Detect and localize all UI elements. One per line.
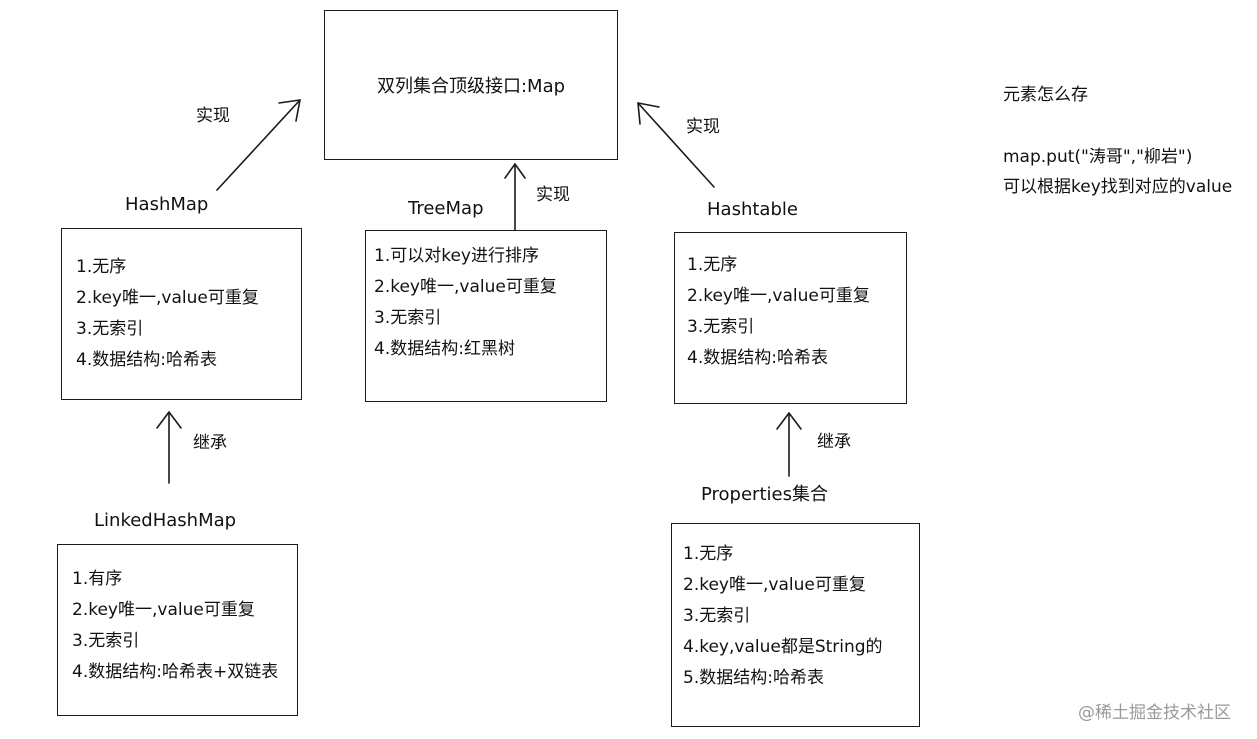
treemap-item: 3.无索引 [374,308,442,328]
arrow-linkedhashmap-to-hashmap [156,411,182,484]
map-interface-title: 双列集合顶级接口:Map [376,76,566,97]
label-implement-treemap: 实现 [536,185,570,205]
properties-item: 5.数据结构:哈希表 [683,668,824,688]
note-desc: 可以根据key找到对应的value [1003,177,1233,197]
label-inherit-linkedhashmap: 继承 [193,433,227,453]
linkedhashmap-box: 1.有序 2.key唯一,value可重复 3.无索引 4.数据结构:哈希表+双… [57,544,298,716]
hashtable-item: 4.数据结构:哈希表 [687,348,828,368]
treemap-name: TreeMap [408,198,484,219]
map-interface-box: 双列集合顶级接口:Map [324,10,618,160]
hashmap-item: 3.无索引 [76,319,144,339]
treemap-item: 1.可以对key进行排序 [374,246,539,266]
hashmap-item: 2.key唯一,value可重复 [76,288,259,308]
hashtable-item: 3.无索引 [687,317,755,337]
properties-item: 4.key,value都是String的 [683,637,883,657]
hashtable-item: 1.无序 [687,255,738,275]
hashtable-item: 2.key唯一,value可重复 [687,286,870,306]
linkedhashmap-item: 3.无索引 [72,631,140,651]
properties-name: Properties集合 [701,484,828,505]
properties-item: 3.无索引 [683,606,751,626]
hashmap-name: HashMap [125,194,209,215]
treemap-box: 1.可以对key进行排序 2.key唯一,value可重复 3.无索引 4.数据… [365,230,607,402]
linkedhashmap-name: LinkedHashMap [94,510,237,531]
hashtable-name: Hashtable [707,199,798,220]
properties-box: 1.无序 2.key唯一,value可重复 3.无索引 4.key,value都… [671,523,920,727]
arrow-hashtable-to-map [637,102,715,188]
linkedhashmap-item: 1.有序 [72,569,123,589]
treemap-item: 2.key唯一,value可重复 [374,277,557,297]
note-code: map.put("涛哥","柳岩") [1003,147,1193,167]
hashmap-box: 1.无序 2.key唯一,value可重复 3.无索引 4.数据结构:哈希表 [61,228,302,400]
note-heading: 元素怎么存 [1003,85,1088,105]
arrow-treemap-to-map [504,163,526,231]
hashmap-item: 4.数据结构:哈希表 [76,350,217,370]
treemap-item: 4.数据结构:红黑树 [374,339,515,359]
properties-item: 2.key唯一,value可重复 [683,575,866,595]
arrow-hashmap-to-map [216,99,301,191]
properties-item: 1.无序 [683,544,734,564]
label-implement-hashmap: 实现 [196,106,230,126]
arrow-properties-to-hashtable [776,412,802,477]
linkedhashmap-item: 4.数据结构:哈希表+双链表 [72,662,279,682]
hashmap-item: 1.无序 [76,257,127,277]
hashtable-box: 1.无序 2.key唯一,value可重复 3.无索引 4.数据结构:哈希表 [674,232,907,404]
label-implement-hashtable: 实现 [686,117,720,137]
linkedhashmap-item: 2.key唯一,value可重复 [72,600,255,620]
watermark: @稀土掘金技术社区 [1078,703,1231,723]
label-inherit-properties: 继承 [817,432,851,452]
